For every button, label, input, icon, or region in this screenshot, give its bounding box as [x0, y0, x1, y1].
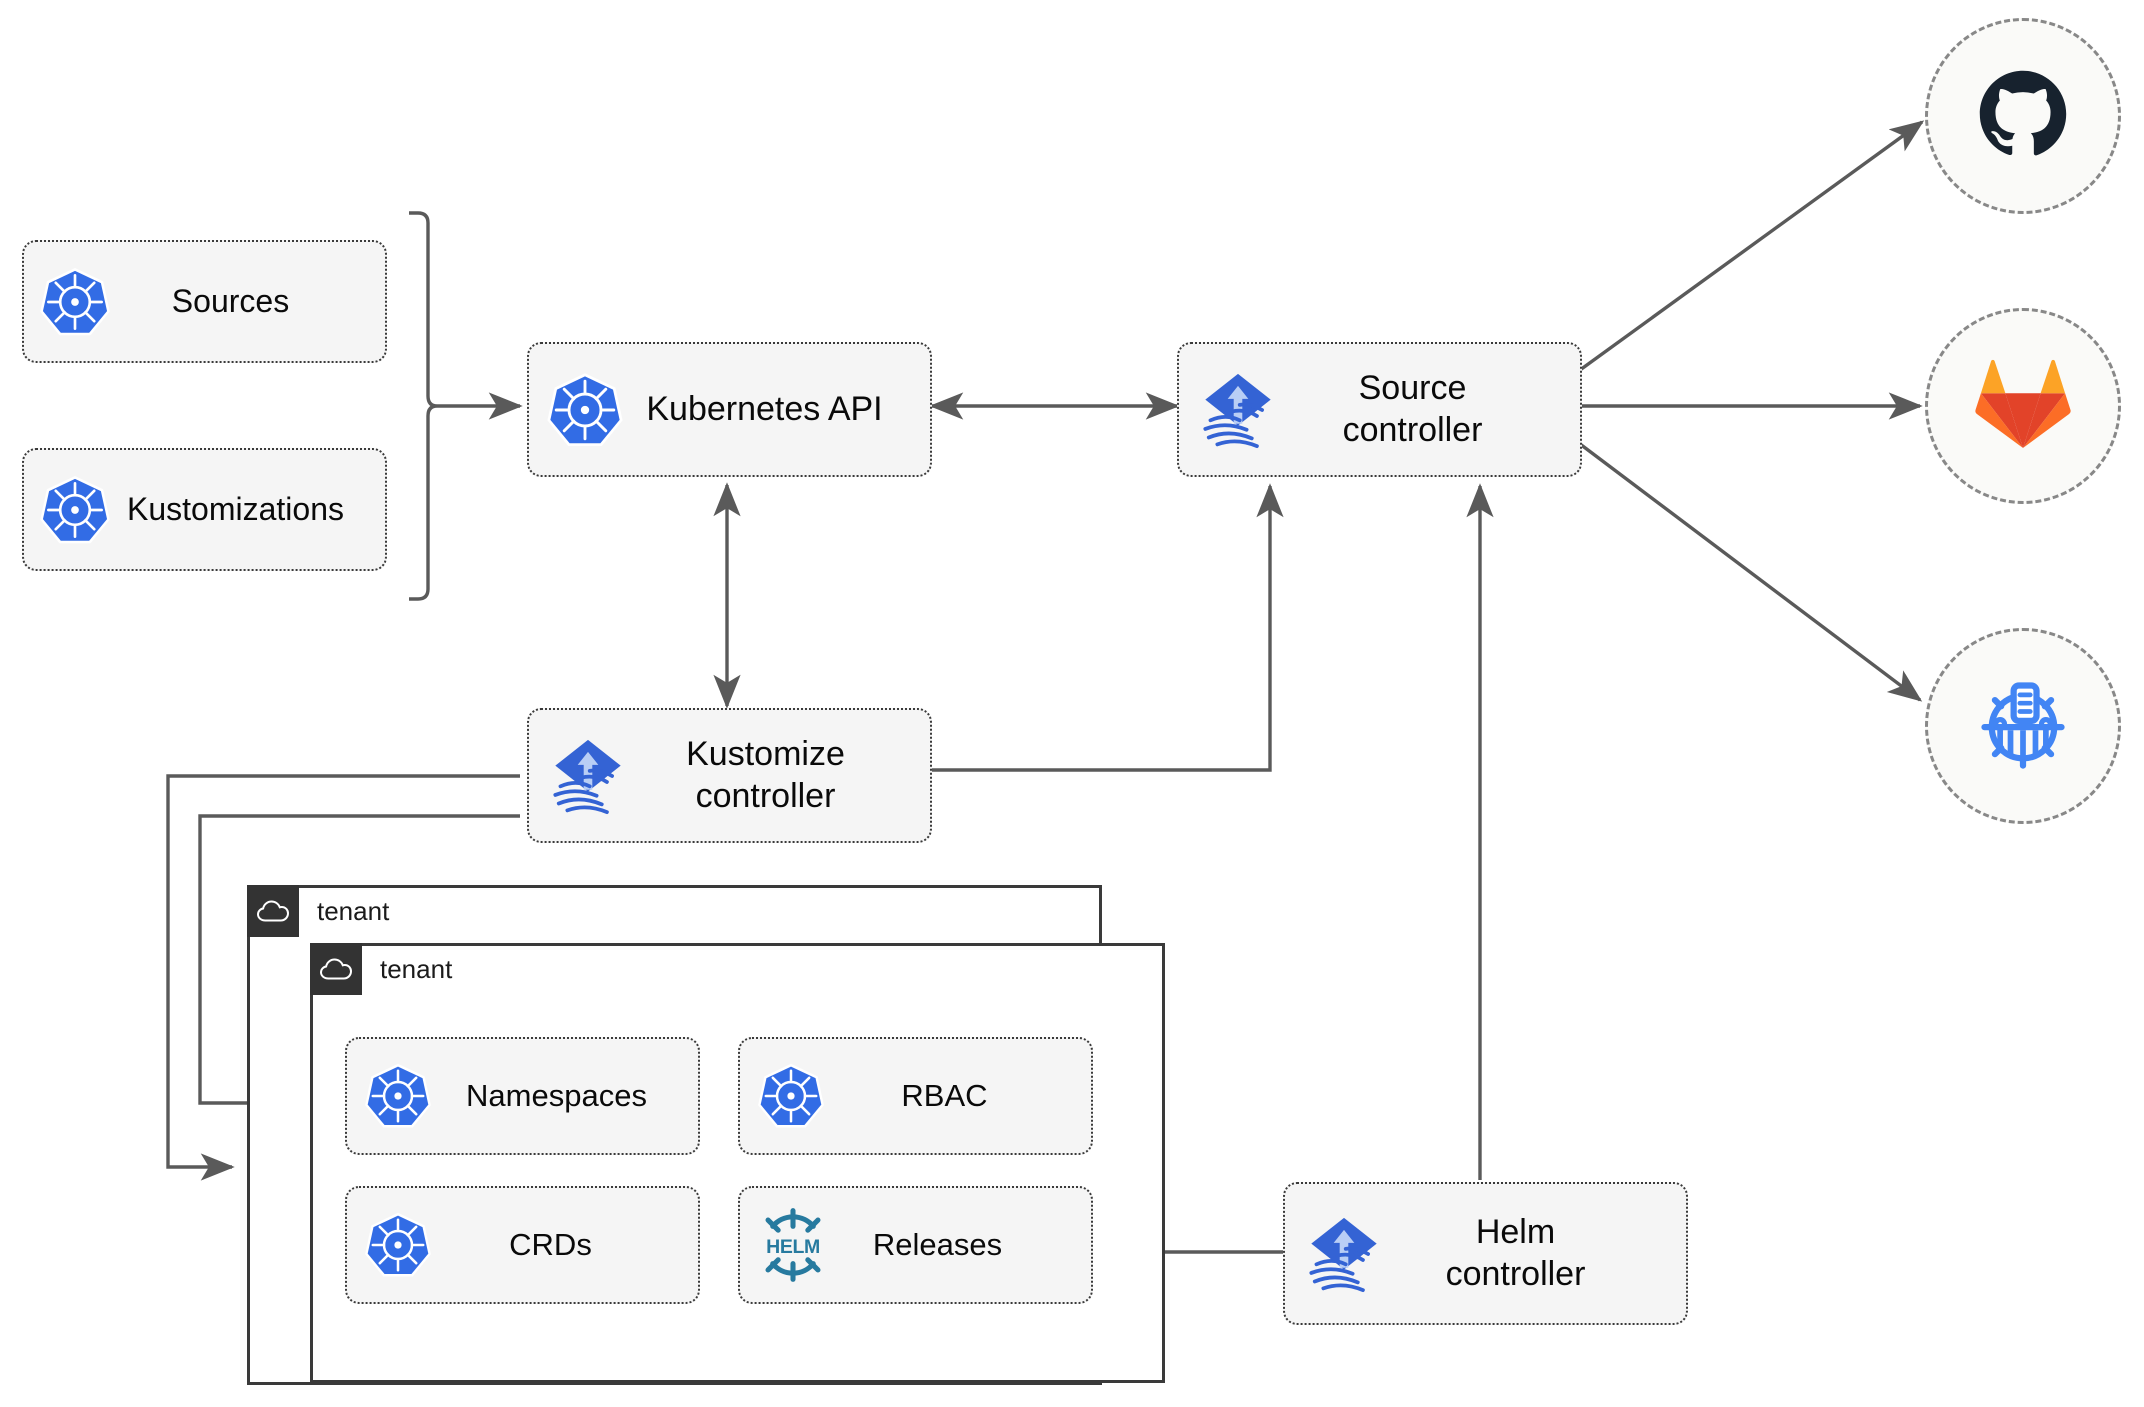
node-rbac[interactable]: RBAC [738, 1037, 1093, 1155]
node-crds[interactable]: CRDs [345, 1186, 700, 1304]
node-helm-controller[interactable]: Helm controller [1283, 1182, 1688, 1325]
node-label: CRDs [509, 1227, 592, 1263]
node-label: Namespaces [466, 1078, 647, 1114]
node-label: Kustomize controller [686, 735, 845, 815]
node-label: Source controller [1342, 369, 1483, 449]
node-kustomizations[interactable]: Kustomizations [22, 448, 387, 571]
node-label: Helm controller [1445, 1213, 1586, 1293]
cloud-icon [247, 885, 299, 937]
tenant-label: tenant [380, 953, 453, 984]
node-label: Kubernetes API [646, 389, 883, 428]
node-kubernetes-api[interactable]: Kubernetes API [527, 342, 932, 477]
repo-circle-gitlab[interactable] [1925, 308, 2121, 504]
repo-circle-helm-charts[interactable] [1925, 628, 2121, 824]
cloud-icon [310, 943, 362, 995]
tenant-header-inner: tenant [310, 943, 452, 995]
tenant-label: tenant [317, 895, 390, 926]
gitlab-icon [1974, 358, 2072, 455]
helm-icon: HELM [754, 1206, 832, 1284]
kubernetes-icon [38, 473, 112, 547]
node-label: Releases [872, 1227, 1003, 1263]
kubernetes-icon [38, 265, 112, 339]
node-namespaces[interactable]: Namespaces [345, 1037, 700, 1155]
kubernetes-icon [754, 1059, 828, 1133]
kubernetes-icon [361, 1208, 435, 1282]
kubernetes-icon [361, 1059, 435, 1133]
tenant-header-outer: tenant [247, 885, 389, 937]
node-label: RBAC [901, 1078, 988, 1114]
tenant-container-inner [310, 943, 1165, 1383]
node-source-controller[interactable]: Source controller [1177, 342, 1582, 477]
flux-icon [545, 733, 631, 819]
node-kustomize-controller[interactable]: Kustomize controller [527, 708, 932, 843]
node-sources[interactable]: Sources [22, 240, 387, 363]
flux-icon [1195, 367, 1281, 453]
node-releases[interactable]: HELM Releases [738, 1186, 1093, 1304]
flux-icon [1301, 1211, 1387, 1297]
svg-text:HELM: HELM [766, 1236, 820, 1258]
github-icon [1975, 66, 2071, 167]
node-label: Kustomizations [127, 490, 344, 527]
helm-repository-icon [1971, 672, 2075, 781]
node-label: Sources [171, 282, 290, 319]
kubernetes-icon [545, 370, 625, 450]
repo-circle-github[interactable] [1925, 18, 2121, 214]
